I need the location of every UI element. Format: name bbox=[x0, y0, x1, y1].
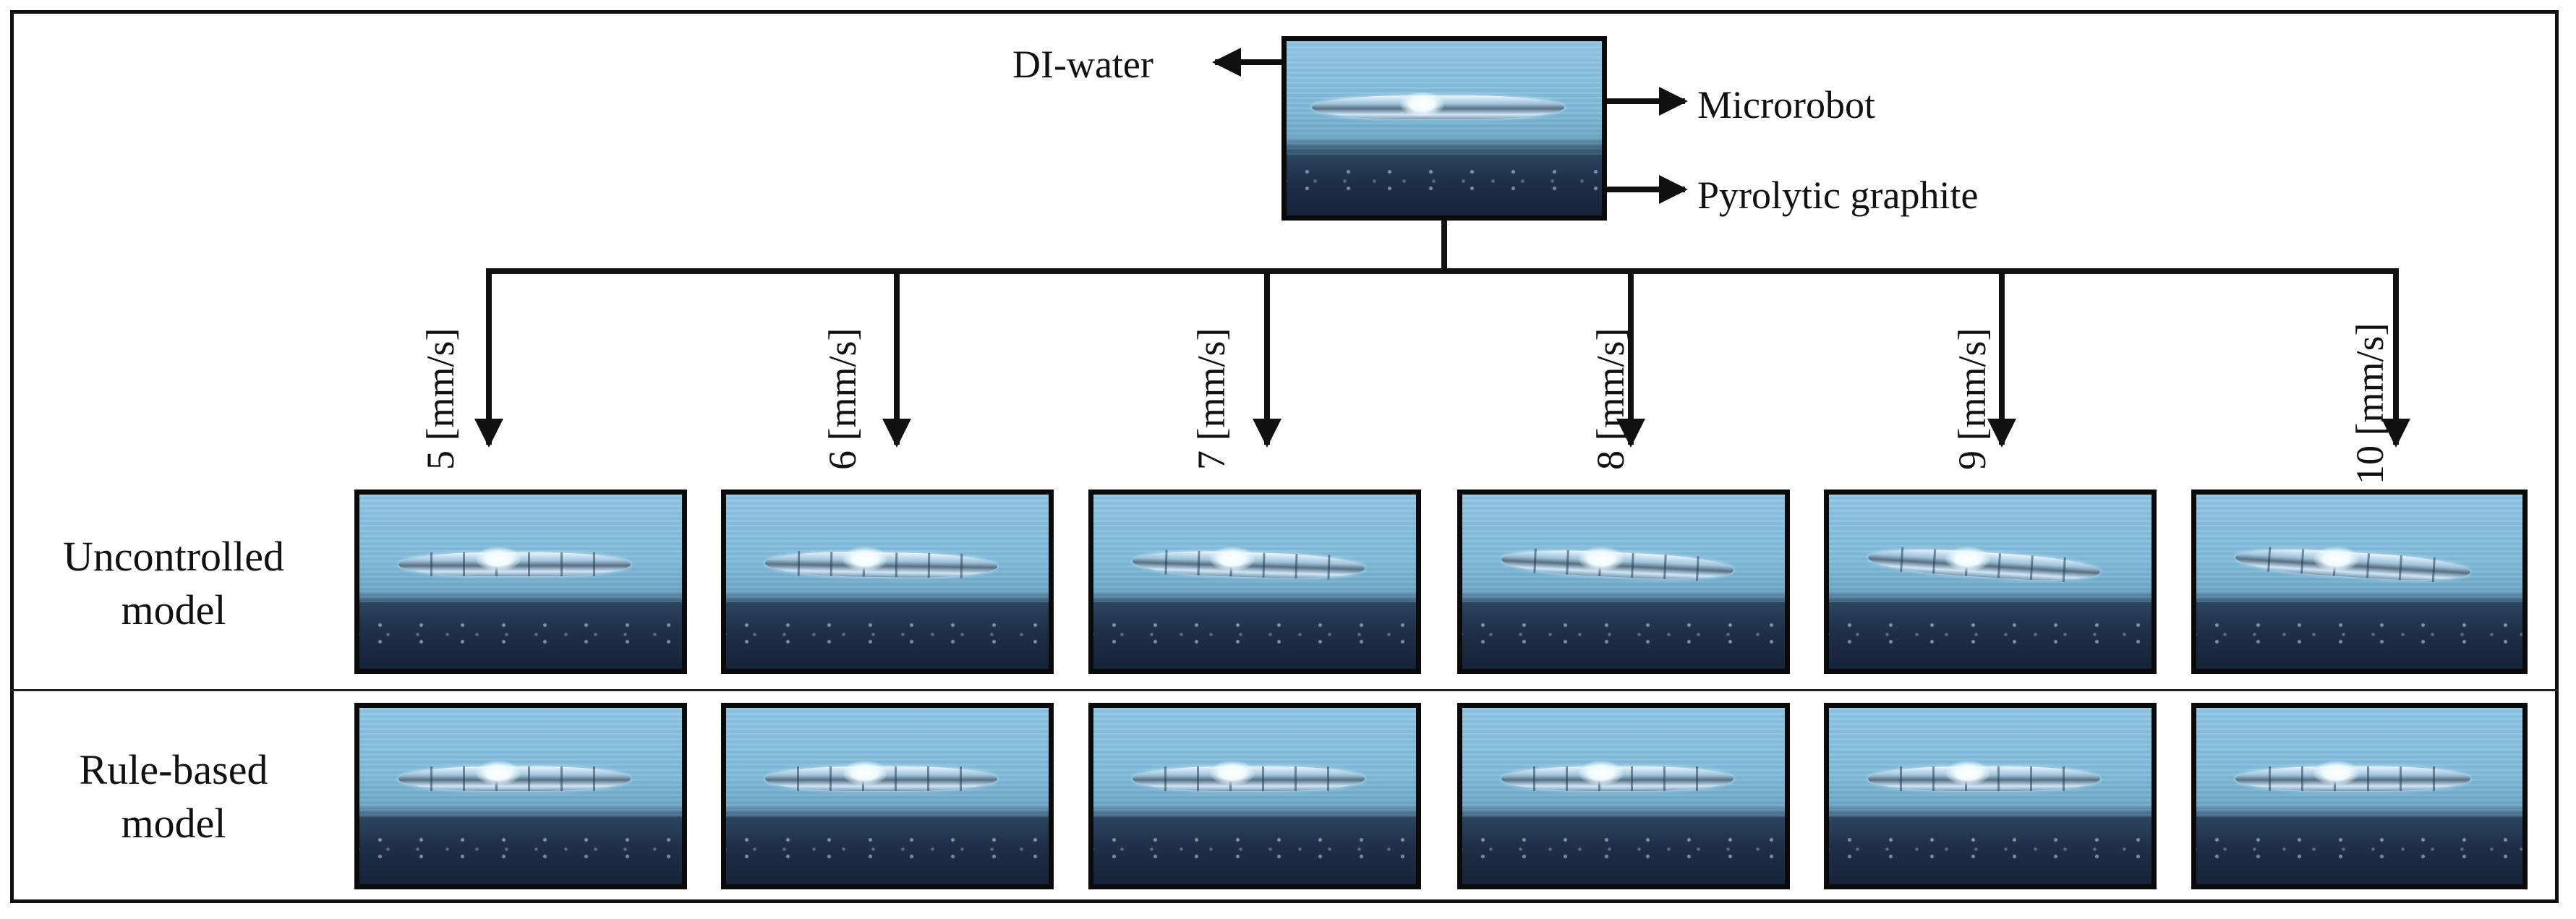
speed-label-10: 10 [mm/s] bbox=[2348, 322, 2392, 485]
figure-frame bbox=[10, 10, 2559, 903]
speed-label-6: 6 [mm/s] bbox=[821, 328, 864, 471]
row-label-uncontrolled-line2: model bbox=[121, 586, 226, 633]
row-label-rule-based: Rule-based model bbox=[18, 743, 329, 850]
photo-uncontrolled-2 bbox=[721, 490, 1054, 674]
photo-rule-based-6 bbox=[2191, 703, 2528, 889]
photo-uncontrolled-4 bbox=[1457, 490, 1790, 674]
row-label-rule-based-line2: model bbox=[121, 800, 226, 847]
speed-label-5: 5 [mm/s] bbox=[419, 328, 462, 471]
photo-uncontrolled-6 bbox=[2191, 490, 2528, 674]
reference-photo bbox=[1281, 36, 1607, 221]
row-label-uncontrolled: Uncontrolled model bbox=[18, 530, 329, 637]
row-label-rule-based-line1: Rule-based bbox=[79, 746, 268, 793]
pyrolytic-graphite-label: Pyrolytic graphite bbox=[1697, 174, 1979, 217]
photo-uncontrolled-3 bbox=[1088, 490, 1421, 674]
photo-rule-based-1 bbox=[354, 703, 687, 889]
speed-label-7: 7 [mm/s] bbox=[1190, 328, 1233, 471]
di-water-label: DI-water bbox=[1012, 43, 1153, 86]
photo-rule-based-3 bbox=[1088, 703, 1421, 889]
speed-label-9: 9 [mm/s] bbox=[1950, 328, 1994, 471]
photo-uncontrolled-1 bbox=[354, 490, 687, 674]
photo-rule-based-5 bbox=[1824, 703, 2157, 889]
photo-rule-based-2 bbox=[721, 703, 1054, 889]
speed-label-8: 8 [mm/s] bbox=[1589, 328, 1632, 471]
photo-rule-based-4 bbox=[1457, 703, 1790, 889]
photo-uncontrolled-5 bbox=[1824, 490, 2157, 674]
row-label-uncontrolled-line1: Uncontrolled bbox=[62, 533, 285, 580]
microrobot-label: Microrobot bbox=[1697, 83, 1875, 127]
row-divider bbox=[10, 689, 2559, 691]
